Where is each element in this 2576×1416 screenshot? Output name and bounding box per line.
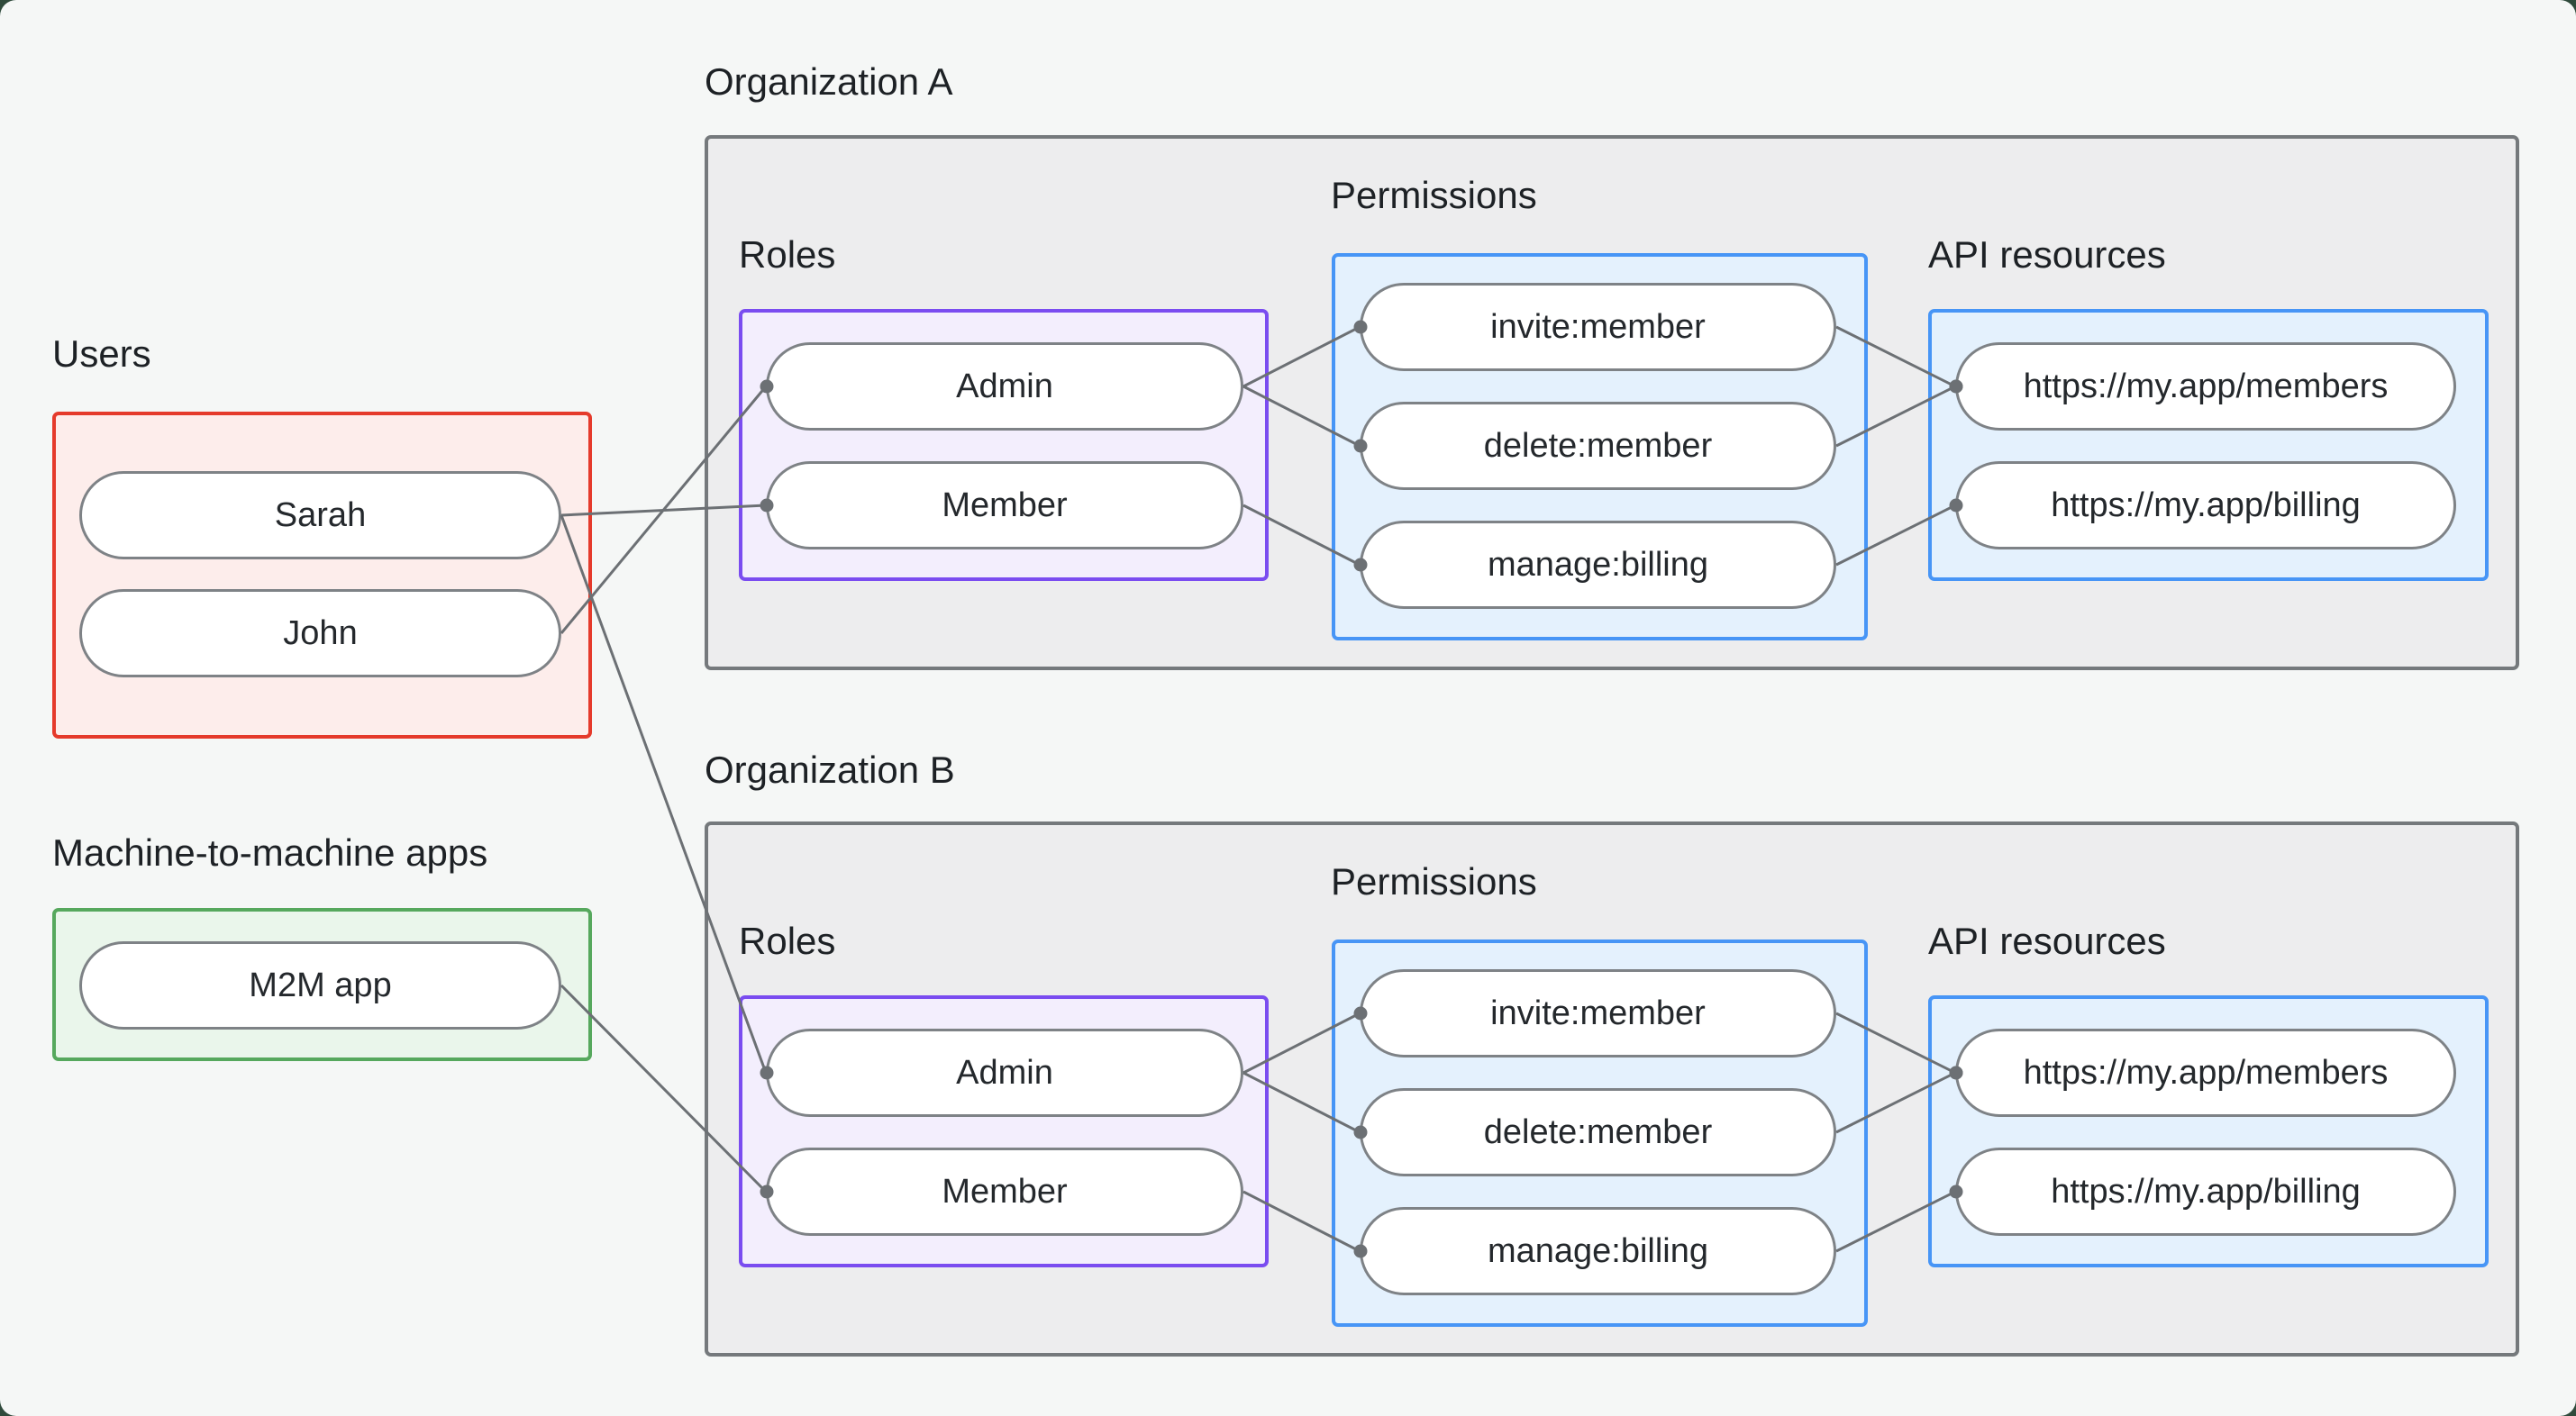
org-a-role-member-label: Member [942,486,1068,524]
org-b-permission-delete-label: delete:member [1483,1112,1713,1151]
user-node-sarah[interactable]: Sarah [79,471,561,559]
org-a-api-billing-label: https://my.app/billing [2051,486,2361,524]
org-a-role-member[interactable]: Member [766,461,1243,549]
org-b-role-admin-label: Admin [956,1053,1053,1092]
users-label: Users [52,332,151,375]
org-a-api-label: API resources [1928,233,2166,276]
m2m-node-app[interactable]: M2M app [79,941,561,1030]
m2m-apps-label: Machine-to-machine apps [52,831,488,874]
org-b-role-admin[interactable]: Admin [766,1029,1243,1117]
org-a-permission-manage-label: manage:billing [1487,545,1709,584]
org-b-role-member[interactable]: Member [766,1148,1243,1236]
org-b-api-members[interactable]: https://my.app/members [1955,1029,2456,1117]
org-b-roles-label: Roles [739,920,836,962]
org-a-permission-delete-label: delete:member [1483,426,1713,465]
org-b-permission-delete[interactable]: delete:member [1360,1088,1836,1176]
org-a-permission-delete[interactable]: delete:member [1360,402,1836,490]
org-b-api-billing-label: https://my.app/billing [2051,1172,2361,1211]
org-b-permission-manage-label: manage:billing [1487,1231,1709,1270]
users-group-box [52,412,592,739]
org-b-api-members-label: https://my.app/members [2023,1053,2389,1092]
org-b-permission-invite-label: invite:member [1490,994,1706,1032]
org-b-api-label: API resources [1928,920,2166,962]
org-a-api-billing[interactable]: https://my.app/billing [1955,461,2456,549]
org-b-role-member-label: Member [942,1172,1068,1211]
org-a-title: Organization A [705,60,953,103]
org-a-permissions-label: Permissions [1331,174,1537,216]
org-a-role-admin-label: Admin [956,367,1053,405]
org-a-roles-label: Roles [739,233,836,276]
org-b-title: Organization B [705,749,955,791]
org-a-permission-invite[interactable]: invite:member [1360,283,1836,371]
org-a-permission-manage[interactable]: manage:billing [1360,521,1836,609]
org-a-api-members[interactable]: https://my.app/members [1955,342,2456,431]
org-a-permission-invite-label: invite:member [1490,307,1706,346]
org-b-permissions-label: Permissions [1331,860,1537,903]
org-a-api-members-label: https://my.app/members [2023,367,2389,405]
org-b-permission-manage[interactable]: manage:billing [1360,1207,1836,1295]
org-b-api-billing[interactable]: https://my.app/billing [1955,1148,2456,1236]
user-node-sarah-label: Sarah [274,495,367,534]
user-node-john-label: John [283,613,358,652]
m2m-node-app-label: M2M app [249,966,392,1004]
org-b-permission-invite[interactable]: invite:member [1360,969,1836,1057]
org-a-role-admin[interactable]: Admin [766,342,1243,431]
user-node-john[interactable]: John [79,589,561,677]
